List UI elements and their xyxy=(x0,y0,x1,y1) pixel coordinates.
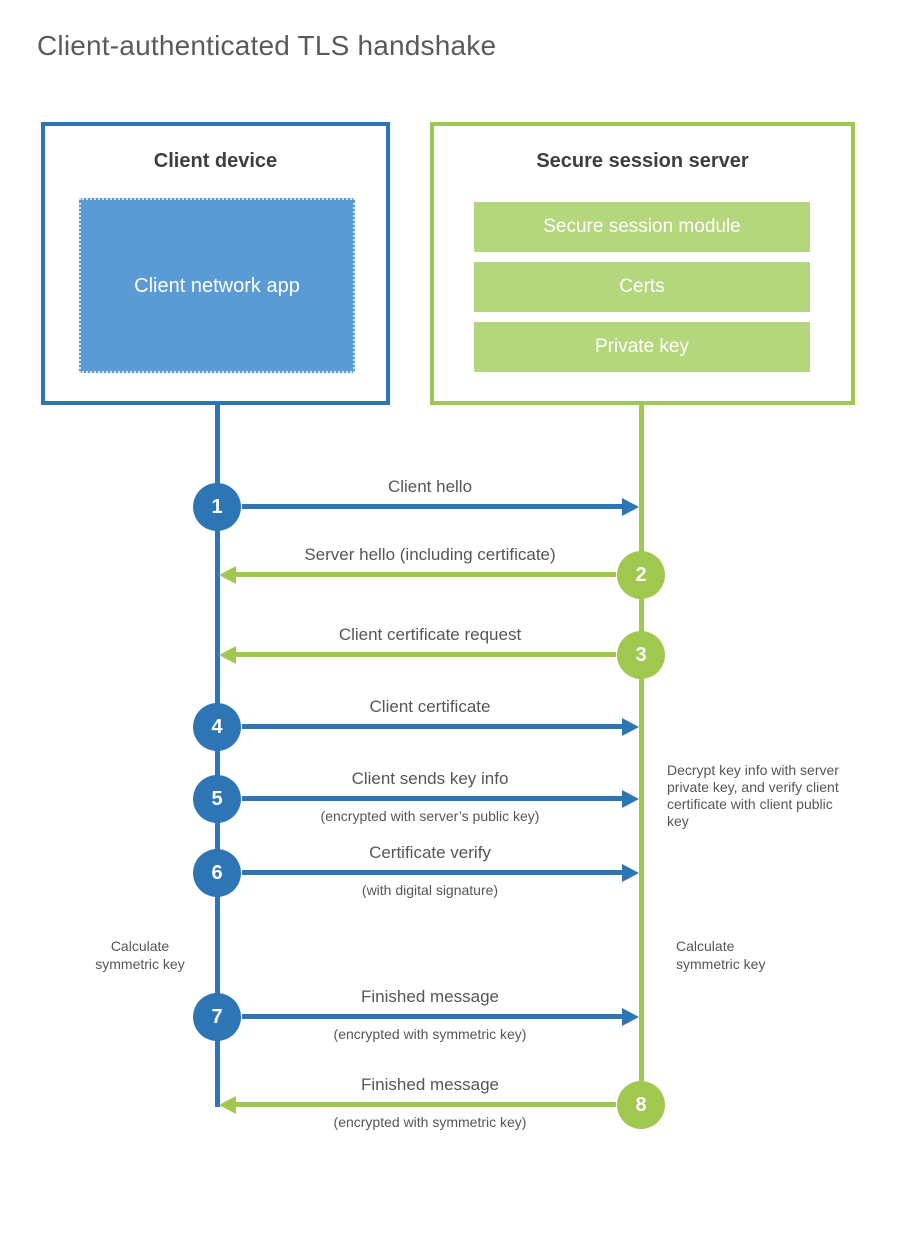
step-circle-1: 1 xyxy=(193,483,241,531)
message-arrowhead-1 xyxy=(622,498,639,516)
message-label-6: Certificate verify xyxy=(369,843,491,862)
step-circle-4: 4 xyxy=(193,703,241,751)
message-arrow-1 xyxy=(242,504,622,509)
message-arrow-6 xyxy=(242,870,622,875)
message-arrowhead-3 xyxy=(219,646,236,664)
secure-session-server-box: Secure session server Secure session mod… xyxy=(430,122,855,405)
message-sublabel-7: (encrypted with symmetric key) xyxy=(333,1026,527,1042)
step-circle-2: 2 xyxy=(617,551,665,599)
message-arrow-8 xyxy=(236,1102,616,1107)
message-arrow-3 xyxy=(236,652,616,657)
message-sublabel-6: (with digital signature) xyxy=(361,882,499,898)
message-arrowhead-5 xyxy=(622,790,639,808)
step-circle-7: 7 xyxy=(193,993,241,1041)
step-circle-8: 8 xyxy=(617,1081,665,1129)
message-arrowhead-4 xyxy=(622,718,639,736)
page-title: Client-authenticated TLS handshake xyxy=(37,30,497,61)
client-network-app-box: Client network app xyxy=(79,198,355,373)
message-arrow-4 xyxy=(242,724,622,729)
message-label-5: Client sends key info xyxy=(351,769,509,788)
step-circle-6: 6 xyxy=(193,849,241,897)
client-network-app-label: Client network app xyxy=(134,274,300,297)
private-key-bar: Private key xyxy=(474,322,810,372)
message-label-1: Client hello xyxy=(387,477,473,496)
message-sublabel-8: (encrypted with symmetric key) xyxy=(333,1114,527,1130)
calc-symmetric-key-note-client: Calculate symmetric key xyxy=(95,938,185,972)
client-device-title: Client device xyxy=(153,150,278,172)
message-label-4: Client certificate xyxy=(369,697,491,716)
message-label-3: Client certificate request xyxy=(338,625,522,644)
message-label-2: Server hello (including certificate) xyxy=(304,545,556,564)
calc-symmetric-key-note-server: Calculate symmetric key xyxy=(676,938,766,972)
message-arrowhead-2 xyxy=(219,566,236,584)
step-circle-5: 5 xyxy=(193,775,241,823)
secure-session-server-title: Secure session server xyxy=(536,150,749,172)
step-circle-3: 3 xyxy=(617,631,665,679)
message-arrow-5 xyxy=(242,796,622,801)
message-label-8: Finished message xyxy=(361,1075,499,1094)
message-label-7: Finished message xyxy=(361,987,499,1006)
message-arrowhead-6 xyxy=(622,864,639,882)
server-lifeline xyxy=(639,405,644,1129)
client-lifeline xyxy=(215,405,220,1107)
secure-session-module-bar: Secure session module xyxy=(474,202,810,252)
message-arrow-7 xyxy=(242,1014,622,1019)
client-device-box: Client device Client network app xyxy=(41,122,390,405)
message-sublabel-5: (encrypted with server’s public key) xyxy=(320,808,540,824)
message-arrow-2 xyxy=(236,572,616,577)
certs-bar: Certs xyxy=(474,262,810,312)
message-arrowhead-7 xyxy=(622,1008,639,1026)
decrypt-key-note: Decrypt key info with server private key… xyxy=(667,762,839,829)
message-arrowhead-8 xyxy=(219,1096,236,1114)
